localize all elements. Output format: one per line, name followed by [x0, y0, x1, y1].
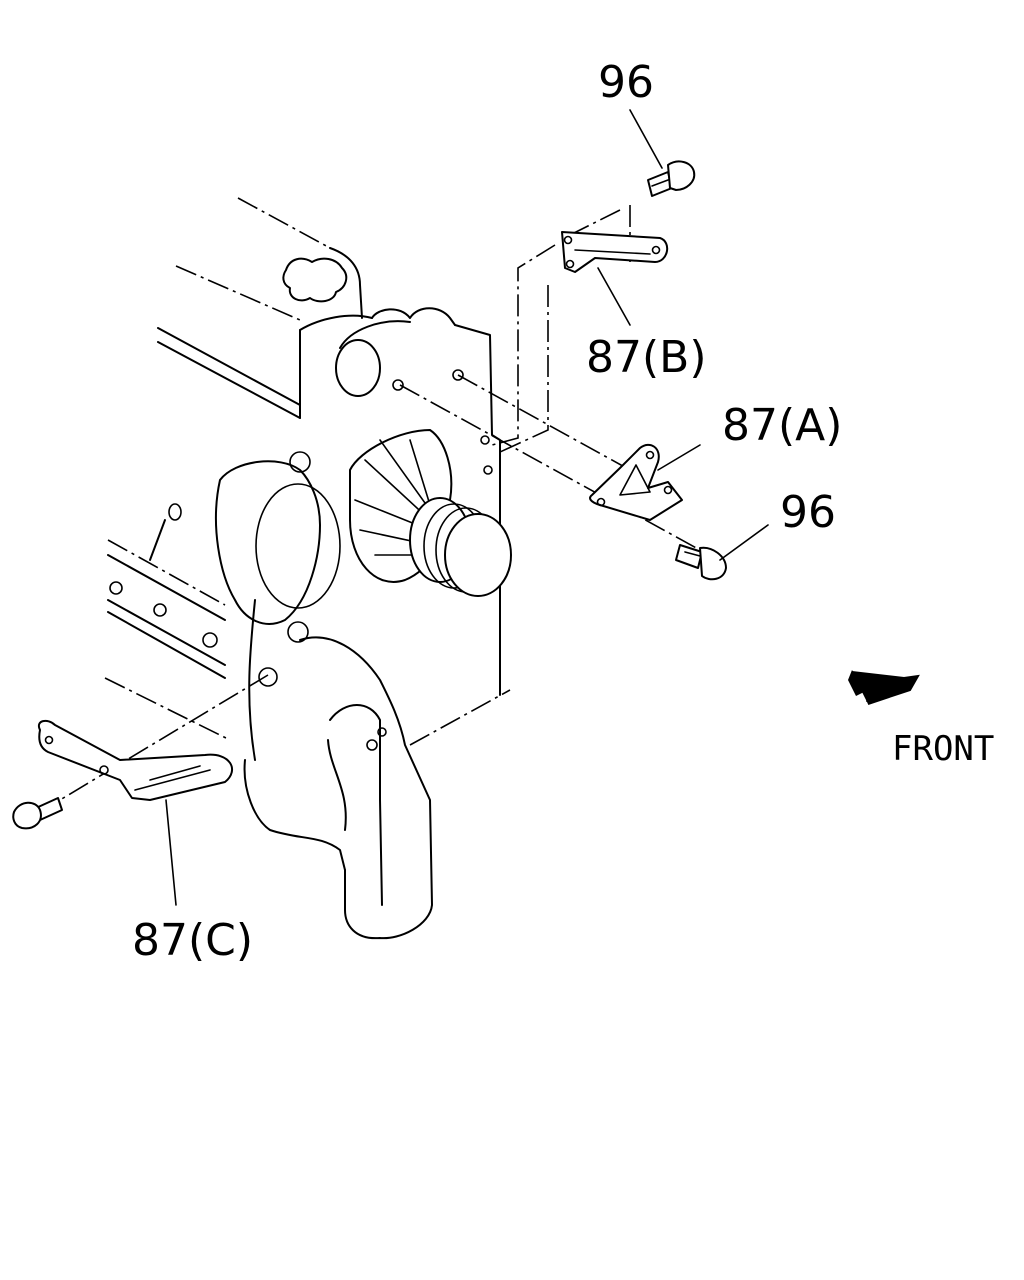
bracket-87a: [399, 374, 701, 551]
bolt-96-top: [647, 160, 696, 197]
label-87b: 87(B): [586, 332, 707, 383]
label-96-top: 96: [598, 57, 654, 108]
label-87c: 87(C): [132, 915, 253, 966]
engine-block: [104, 197, 373, 741]
bolt-87c: [12, 797, 63, 830]
bolt-96-right: [675, 544, 727, 581]
water-pump-pulley: [349, 429, 512, 597]
timing-cover: [215, 307, 511, 940]
label-96-right: 96: [780, 487, 836, 538]
leader-lines: [165, 109, 769, 906]
bracket-87b: [491, 205, 669, 453]
front-label: FRONT: [892, 729, 994, 769]
front-arrow-icon: [848, 670, 920, 705]
bracket-87c: [37, 667, 278, 801]
label-87a: 87(A): [722, 400, 842, 451]
